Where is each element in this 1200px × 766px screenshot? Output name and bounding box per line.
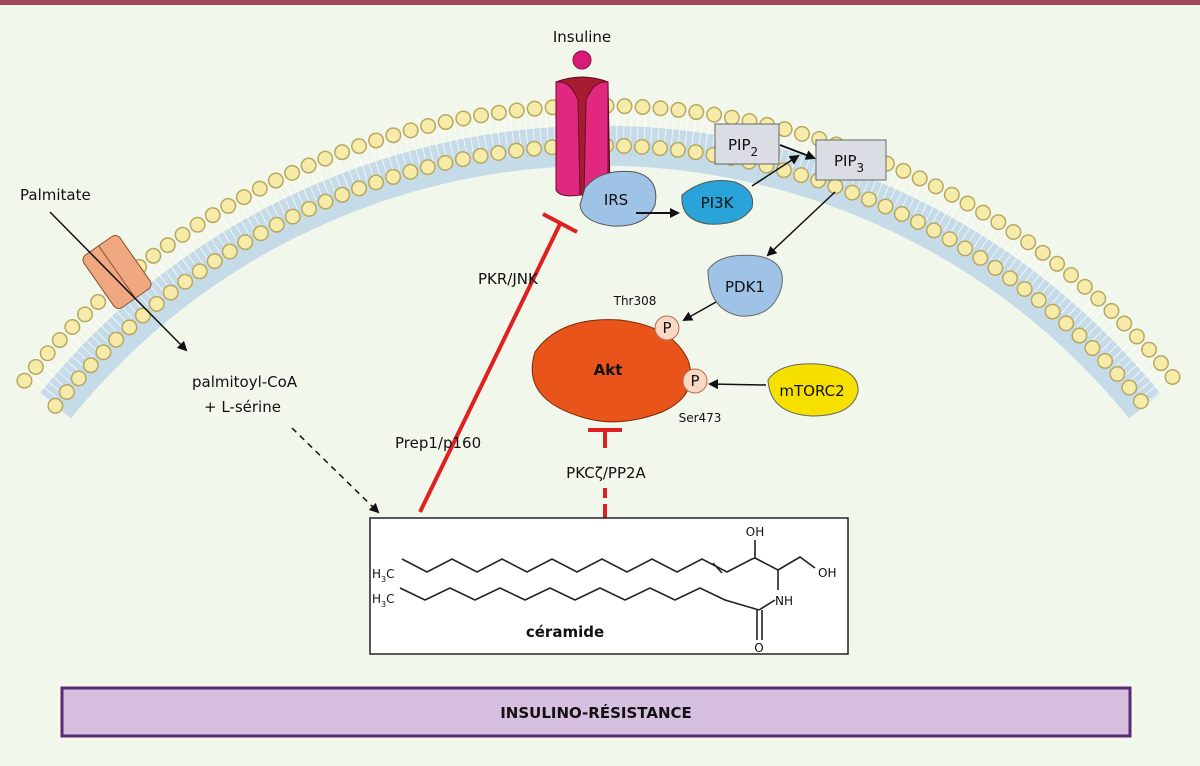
pip3-label: PIP <box>834 152 857 170</box>
o-label: O <box>754 641 763 655</box>
synthesis-arrow <box>291 427 380 514</box>
insulin-molecule <box>572 50 592 70</box>
h3c-top-c: C <box>386 567 394 581</box>
pdk1-label: PDK1 <box>725 278 765 296</box>
phospho-thr308-label: P <box>662 319 671 337</box>
thr308-label: Thr308 <box>613 294 657 308</box>
pip2-subscript: 2 <box>751 145 759 159</box>
h3c-bottom-c: C <box>386 592 394 606</box>
pdk1-protein <box>707 254 783 317</box>
pkcz-pp2a-label: PKCζ/PP2A <box>566 464 646 482</box>
ceramide-label: céramide <box>526 623 604 641</box>
svg-text:H3C: H3C <box>372 567 395 584</box>
palmitate-label: Palmitate <box>20 186 91 204</box>
pip2-to-pip3-arrow <box>779 144 816 160</box>
phospho-thr308 <box>654 315 680 341</box>
insuline-label: Insuline <box>553 28 611 46</box>
pdk1-to-akt-arrow <box>682 301 717 321</box>
phospho-ser473 <box>682 368 708 394</box>
mtorc2-complex <box>767 363 859 417</box>
pi3k-to-pip-arrow <box>751 154 800 187</box>
pip3-box <box>815 139 887 181</box>
pip3-subscript: 3 <box>857 161 865 175</box>
palmitate-uptake-arrow <box>49 211 188 352</box>
h3c-top-sub: 3 <box>381 575 386 584</box>
pip2-box <box>714 123 780 165</box>
prep1-label: Prep1/p160 <box>395 434 481 452</box>
insulin-resistance-banner <box>60 686 1132 738</box>
akt-label: Akt <box>594 361 623 379</box>
h3c-bottom-h: H <box>372 592 381 606</box>
ceramide-structure <box>399 540 816 640</box>
svg-text:PIP3: PIP3 <box>834 152 864 175</box>
svg-text:PIP2: PIP2 <box>728 136 758 159</box>
nh-label: NH <box>775 594 793 608</box>
pip3-to-pdk1-arrow <box>766 191 836 257</box>
svg-text:H3C: H3C <box>372 592 395 609</box>
palmitoyl-coa-label: palmitoyl-CoA <box>192 373 298 391</box>
insulin-resistance-label: INSULINO-RÉSISTANCE <box>500 703 692 722</box>
pi3k-protein <box>681 180 754 225</box>
pi3k-label: PI3K <box>701 194 735 212</box>
oh-top-label: OH <box>746 525 764 539</box>
oh-right-label: OH <box>818 566 836 580</box>
phospho-ser473-label: P <box>690 372 699 390</box>
pip2-label: PIP <box>728 136 751 154</box>
pkr-jnk-label: PKR/JNK <box>478 270 539 288</box>
h3c-top-h: H <box>372 567 381 581</box>
prep1-inhibition <box>418 212 578 513</box>
l-serine-label: + L-sérine <box>204 398 281 416</box>
mtorc2-to-akt-arrow <box>708 379 767 390</box>
ceramide-box <box>369 517 849 655</box>
h3c-bottom-sub: 3 <box>381 600 386 609</box>
ser473-label: Ser473 <box>679 411 722 425</box>
insulin-receptor <box>555 76 611 197</box>
pkcz-inhibition <box>588 428 622 518</box>
irs-label: IRS <box>604 191 628 209</box>
mtorc2-label: mTORC2 <box>779 382 844 400</box>
top-rule <box>0 0 1200 5</box>
